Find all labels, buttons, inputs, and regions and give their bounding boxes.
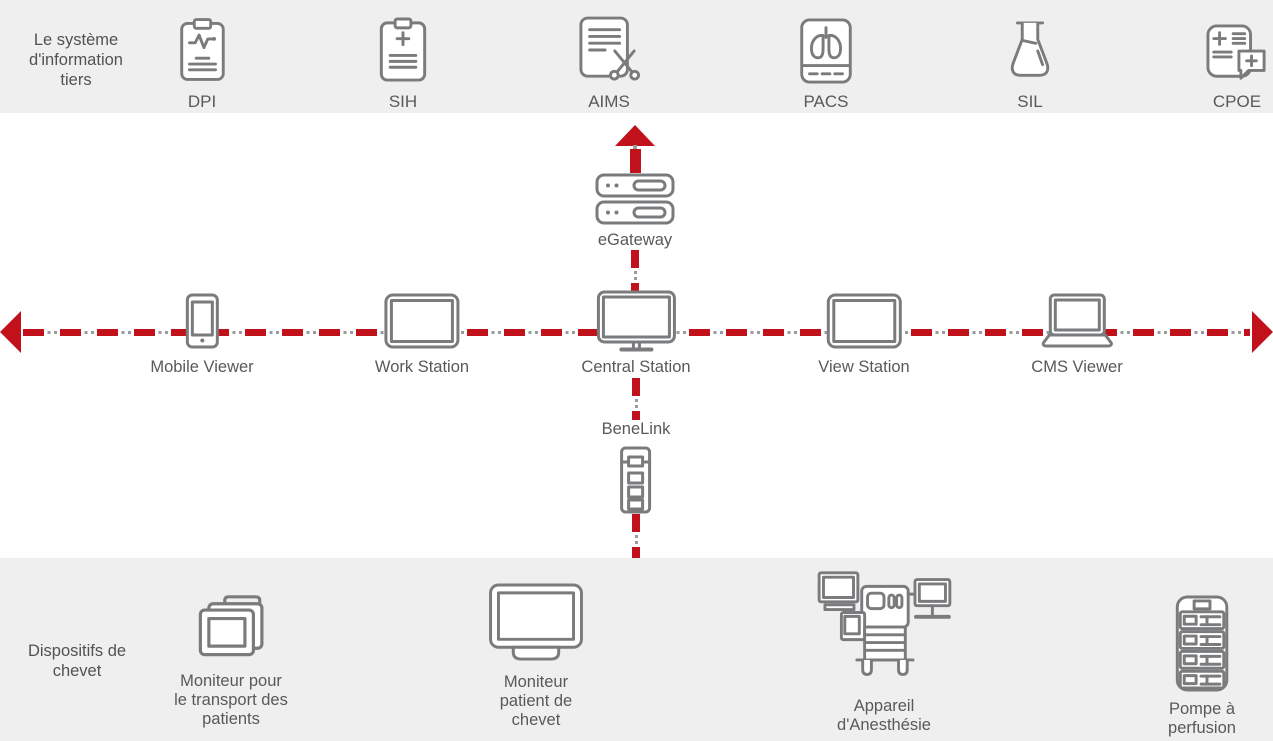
anesthesia-machine-icon [816, 567, 952, 689]
system-label: CPOE [1212, 92, 1262, 111]
bedside-devices-title: Dispositifs de chevet [27, 642, 127, 681]
benelink-node: BeneLink [601, 420, 671, 514]
third-party-systems-title: Le système d'information tiers [29, 31, 123, 90]
order-entry-chat-icon [1206, 10, 1268, 84]
device-label: CMS Viewer [1031, 358, 1123, 376]
central-to-benelink-line [632, 378, 640, 420]
uplink-dot [633, 145, 637, 149]
clipboard-plus-icon [377, 10, 429, 84]
transport-monitor-icon [196, 594, 266, 658]
device-label: Central Station [581, 358, 691, 376]
smartphone-icon [185, 289, 219, 353]
backbone-right-arrow-icon [1252, 311, 1273, 353]
device-node-central-station: Central Station [581, 289, 691, 377]
gateway-to-central-line [631, 250, 639, 292]
clipboard-ecg-icon [174, 10, 230, 84]
tablet-lungs-icon [799, 10, 854, 84]
system-node-pacs: PACS [799, 10, 854, 112]
benelink-label: BeneLink [601, 420, 671, 438]
device-label: Mobile Viewer [150, 358, 254, 376]
gateway-uplink-shaft [630, 149, 641, 173]
system-label: SIH [388, 92, 418, 111]
bedside-label: Appareil d'Anesthésie [837, 697, 931, 735]
desktop-monitor-icon [596, 289, 676, 353]
system-node-sih: SIH [377, 10, 429, 112]
bedside-node-anesthesia-machine: Appareil d'Anesthésie [816, 567, 952, 735]
tablet-icon [826, 289, 902, 353]
flask-icon [1005, 10, 1055, 84]
bedside-label: Pompe à perfusion [1168, 700, 1236, 738]
device-node-work-station: Work Station [375, 289, 469, 377]
system-node-sil: SIL [1005, 10, 1055, 112]
module-rack-icon [620, 446, 652, 514]
device-label: View Station [818, 358, 910, 376]
backbone-left-arrow-icon [0, 311, 21, 353]
device-node-cms-viewer: CMS Viewer [1031, 289, 1123, 377]
bedside-node-infusion-pump: Pompe à perfusion [1168, 595, 1236, 738]
system-node-cpoe: CPOE [1206, 10, 1268, 112]
device-node-view-station: View Station [818, 289, 910, 377]
bedside-monitor-icon [489, 583, 584, 665]
gateway-label: eGateway [597, 231, 673, 249]
system-label: DPI [187, 92, 217, 111]
system-label: AIMS [588, 92, 630, 111]
document-scissors-icon [578, 10, 640, 84]
system-node-dpi: DPI [174, 10, 230, 112]
bedside-node-patient-monitor: Moniteur patient de chevet [489, 583, 584, 730]
system-label: SIL [1017, 92, 1043, 111]
gateway-uplink-arrow-icon [615, 125, 655, 146]
gateway-node: eGateway [595, 173, 675, 250]
device-label: Work Station [374, 358, 470, 376]
bedside-label: Moniteur pour le transport des patients [174, 672, 288, 729]
tablet-icon [384, 289, 460, 353]
bedside-node-transport-monitor: Moniteur pour le transport des patients [174, 594, 288, 729]
device-node-mobile-viewer: Mobile Viewer [150, 289, 254, 377]
infusion-pump-stack-icon [1174, 595, 1230, 692]
benelink-to-bedside-line [632, 514, 640, 558]
bedside-label: Moniteur patient de chevet [499, 673, 573, 730]
system-node-aims: AIMS [578, 10, 640, 112]
system-label: PACS [803, 92, 849, 111]
server-stack-icon [595, 173, 675, 225]
laptop-icon [1039, 289, 1115, 353]
